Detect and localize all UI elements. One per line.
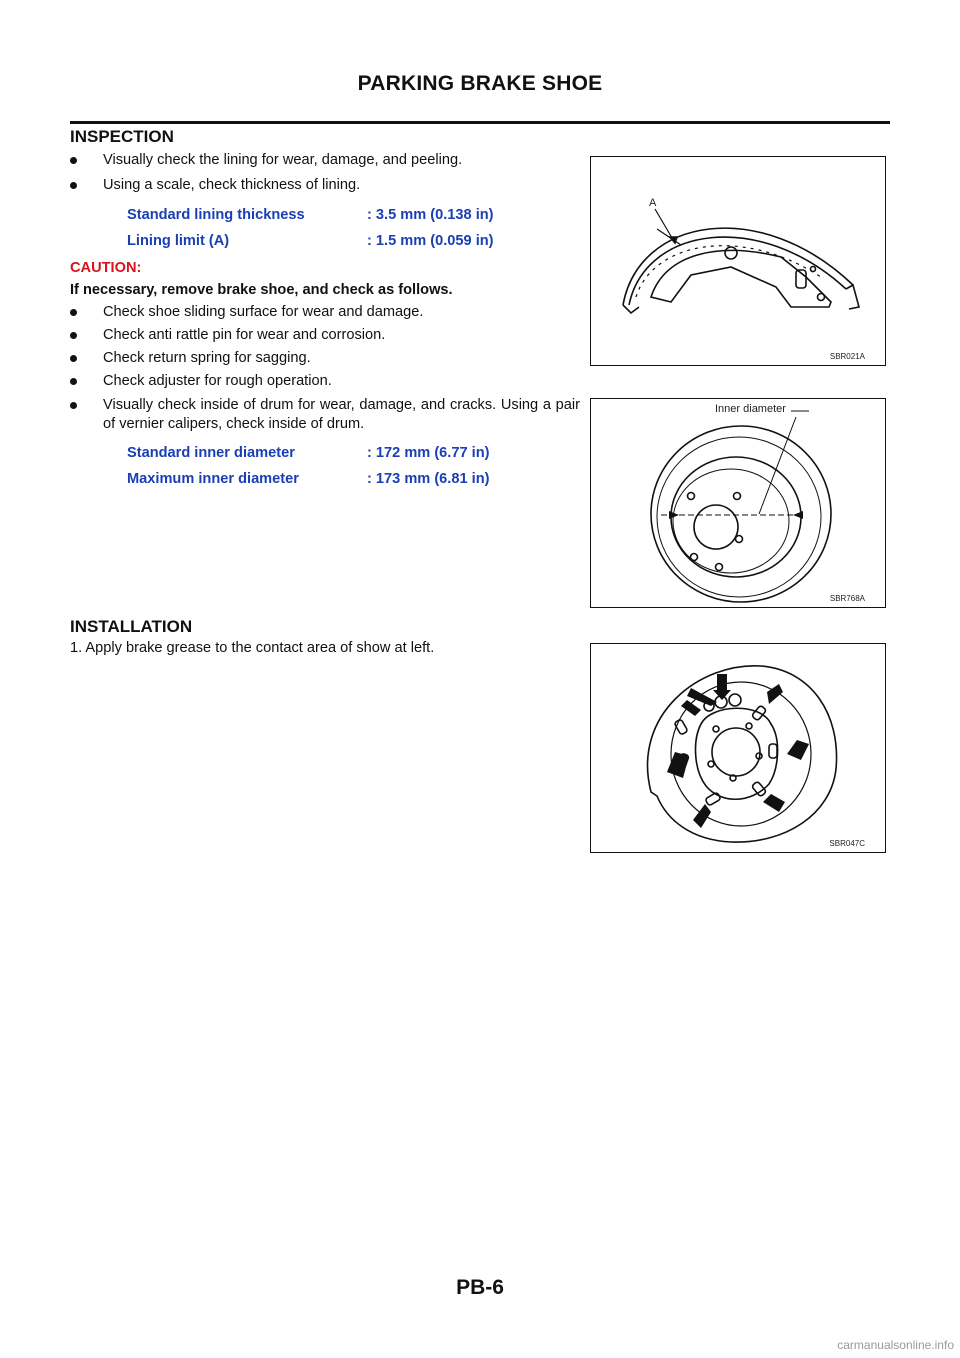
- bullet-dot-icon: [70, 402, 77, 409]
- caution-title: CAUTION:: [70, 260, 142, 276]
- spec-label: Standard inner diameter: [127, 445, 295, 461]
- spec-value: : 172 mm (6.77 in): [367, 445, 490, 461]
- figure-brake-drum: Inner diameter SBR768A: [590, 398, 886, 608]
- spec-value: : 173 mm (6.81 in): [367, 471, 490, 487]
- spec-label: Lining limit (A): [127, 233, 230, 249]
- bullet-dot-icon: [70, 309, 77, 316]
- spec-value: : 1.5 mm (0.059 in): [367, 233, 494, 249]
- brake-shoe-illustration: [622, 208, 860, 315]
- caution-text: If necessary, remove brake shoe, and che…: [70, 282, 453, 298]
- figure-label-inner-diameter: Inner diameter: [715, 403, 786, 415]
- spec-label: Maximum inner diameter: [127, 471, 299, 487]
- figure-backing-plate: SBR047C: [590, 643, 886, 853]
- list-item: Check adjuster for rough operation.: [70, 372, 580, 391]
- bullet-dot-icon: [70, 157, 77, 164]
- figure-label-a: A: [649, 197, 657, 209]
- list-item: Using a scale, check thickness of lining…: [70, 176, 580, 195]
- installation-step: 1. Apply brake grease to the contact are…: [70, 640, 435, 656]
- figure-brake-shoe: A SBR021A: [590, 156, 886, 366]
- bullet-dot-icon: [70, 182, 77, 189]
- spec-label: Standard lining thickness: [127, 207, 305, 223]
- figure-code: SBR021A: [829, 352, 865, 361]
- list-item: Visually check inside of drum for wear, …: [70, 396, 580, 434]
- list-item: Visually check the lining for wear, dama…: [70, 151, 580, 170]
- list-item: Check shoe sliding surface for wear and …: [70, 303, 580, 322]
- bullet-dot-icon: [70, 332, 77, 339]
- list-item: Check return spring for sagging.: [70, 349, 580, 368]
- bullet-dot-icon: [70, 378, 77, 385]
- brake-drum-illustration: [650, 410, 832, 603]
- figure-code: SBR768A: [829, 594, 865, 603]
- backing-plate-illustration: [646, 665, 838, 843]
- page-number: PB-6: [456, 1276, 504, 1299]
- bullet-dot-icon: [70, 355, 77, 362]
- list-item: Check anti rattle pin for wear and corro…: [70, 326, 580, 345]
- header-rule: [70, 121, 890, 124]
- page-title: PARKING BRAKE SHOE: [357, 72, 603, 95]
- spec-value: : 3.5 mm (0.138 in): [367, 207, 494, 223]
- figure-code: SBR047C: [829, 839, 865, 848]
- watermark: carmanualsonline.info: [837, 1338, 954, 1352]
- installation-heading: INSTALLATION: [70, 617, 193, 636]
- inspection-heading: INSPECTION: [70, 127, 174, 146]
